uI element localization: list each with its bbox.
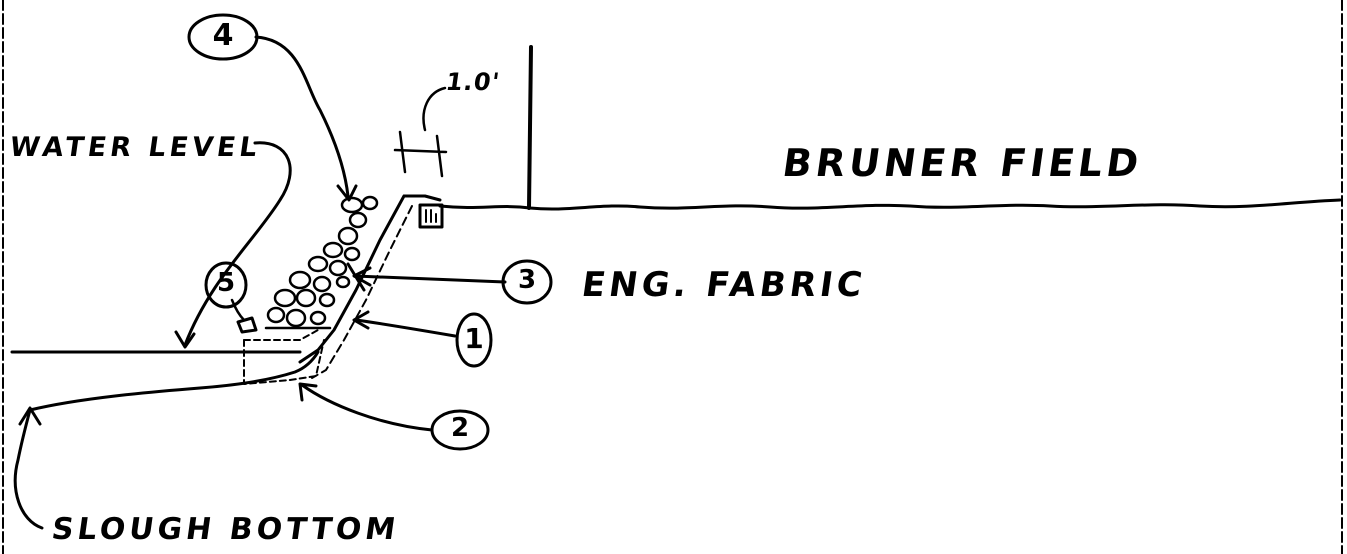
slough-bottom-label: SLOUGH BOTTOM	[49, 512, 402, 547]
callout-4-leader	[254, 35, 350, 198]
callout-2-number: 2	[450, 413, 470, 443]
ground-surface-line	[438, 198, 1342, 211]
riprap-stones	[264, 195, 379, 330]
callout-5-circle	[204, 261, 248, 309]
callout-1-number: 1	[464, 322, 484, 355]
callout-2-leader	[300, 383, 434, 432]
callout-3-number: 3	[517, 265, 537, 295]
callout-circles	[187, 13, 553, 451]
fabric-line	[311, 205, 413, 379]
callout-5-leader	[230, 298, 246, 322]
top-anchor-box	[418, 203, 444, 229]
slough-bottom-line	[28, 350, 320, 412]
dimension-label: 1.0'	[444, 68, 502, 96]
callout-1-leader	[354, 318, 457, 338]
water-level-label: WATER LEVEL	[7, 132, 263, 163]
callout-1-circle	[455, 312, 493, 368]
toe-line	[243, 329, 319, 341]
bruner-field-label: BRUNER FIELD	[779, 141, 1146, 185]
vertical-post	[527, 45, 533, 210]
callout-3-circle	[501, 259, 553, 305]
callout-5-number: 5	[216, 268, 236, 298]
slough-bottom-leader	[13, 408, 44, 530]
dimension-leader	[422, 86, 447, 132]
dimension-bar	[393, 130, 448, 178]
bank-slope	[298, 194, 442, 364]
callout-2-circle	[430, 409, 490, 451]
callout-3-leader	[353, 274, 507, 284]
callout-4-number: 4	[212, 18, 234, 53]
water-level-leader	[183, 141, 292, 347]
eng-fabric-label: ENG. FABRIC	[579, 265, 869, 305]
toe-trench	[243, 339, 325, 385]
callout-4-circle	[187, 13, 259, 61]
